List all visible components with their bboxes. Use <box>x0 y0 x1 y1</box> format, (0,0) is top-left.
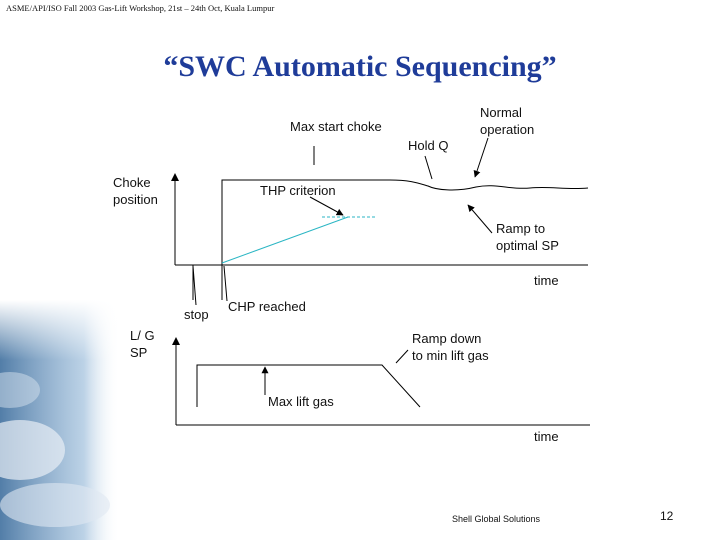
choke-x-label: time <box>534 273 559 288</box>
normal-operation-label-line1: Normal <box>480 105 522 120</box>
hold-q-label: Hold Q <box>408 138 448 153</box>
ramp-to-label-line1: Ramp to <box>496 221 545 236</box>
ramp-to-label-line2: optimal SP <box>496 238 559 253</box>
normal-operation-arrow <box>473 137 489 178</box>
ramp-down-label-line2: to min lift gas <box>412 348 489 363</box>
lift-y-label-line2: SP <box>130 345 147 360</box>
slide-title: “SWC Automatic Sequencing” <box>163 50 557 83</box>
hold-q-arrow <box>424 155 433 180</box>
stop-label: stop <box>184 307 209 322</box>
lift-x-label: time <box>534 429 559 444</box>
page-number: 12 <box>660 509 674 523</box>
choke-y-axis-arrow-icon <box>171 173 179 181</box>
normal-operation-label-line2: operation <box>480 122 534 137</box>
lift-y-label-line1: L/ G <box>130 328 155 343</box>
thp-criterion-arrow <box>309 196 344 216</box>
chp-reached-arrow <box>223 265 228 302</box>
chp-reached-label: CHP reached <box>228 299 306 314</box>
choke-y-label-line1: Choke <box>113 175 151 190</box>
globe-image <box>0 300 120 540</box>
choke-ramp-line <box>221 216 349 264</box>
ramp-down-arrow <box>395 349 409 364</box>
max-start-choke-label: Max start choke <box>290 119 382 134</box>
lift-gas-sp-line <box>196 364 421 408</box>
workshop-header: ASME/API/ISO Fall 2003 Gas-Lift Workshop… <box>6 3 275 13</box>
choke-y-label-line2: position <box>113 192 158 207</box>
footer-company: Shell Global Solutions <box>452 514 541 524</box>
lift-y-axis-arrow-icon <box>172 337 180 345</box>
thp-criterion-label: THP criterion <box>260 183 336 198</box>
max-lift-gas-label: Max lift gas <box>268 394 334 409</box>
ramp-down-label-line1: Ramp down <box>412 331 481 346</box>
stop-arrow <box>192 265 197 306</box>
ramp-to-optimal-arrow <box>467 204 493 234</box>
